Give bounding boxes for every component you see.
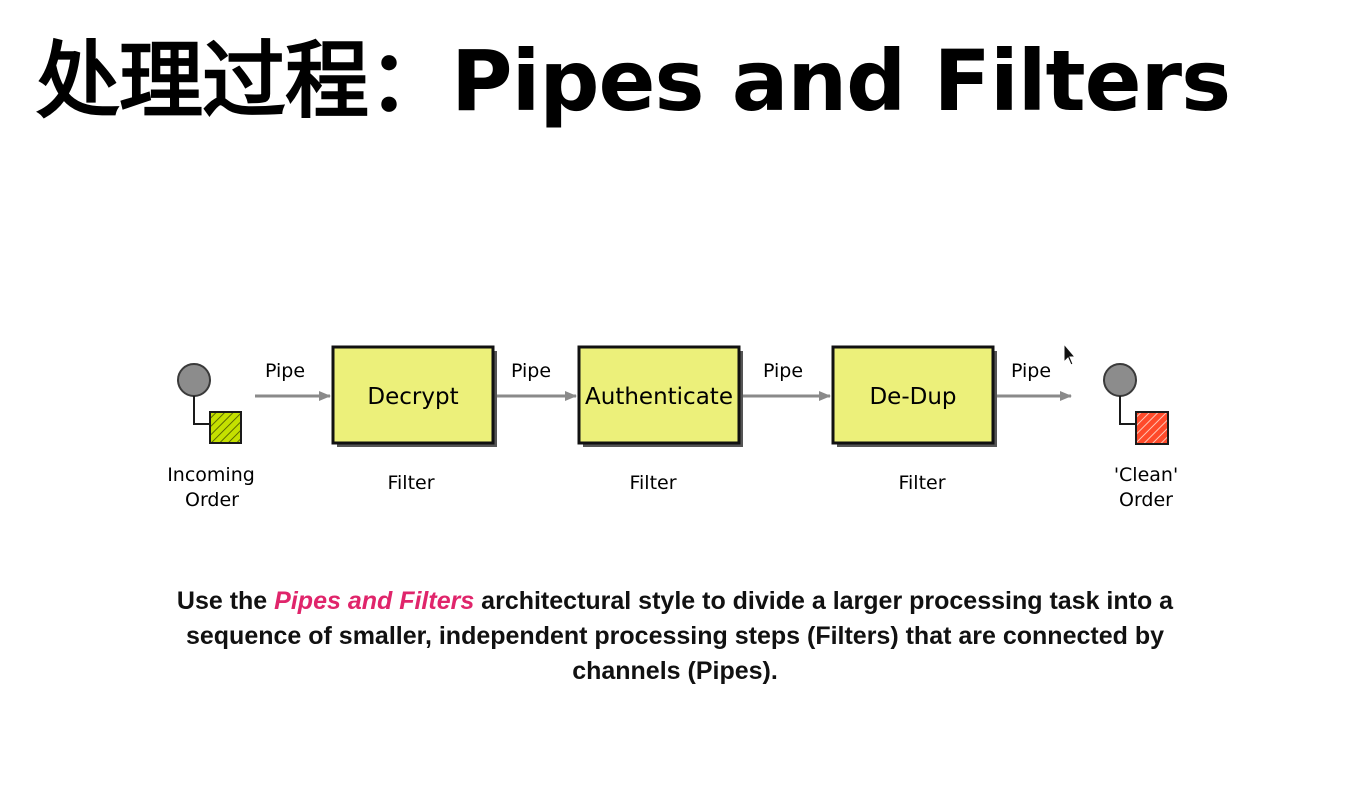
incoming-label-line1: Incoming [167,464,255,486]
pipe-2: Pipe [497,360,577,401]
filter-de-dup-caption: Filter [898,472,945,494]
filter-de-dup-name: De-Dup [869,384,956,410]
filter-decrypt-caption: Filter [387,472,434,494]
clean-label-line1: 'Clean' [1114,464,1178,486]
mouse-cursor-icon [1063,342,1077,366]
slide-title: 处理过程：Pipes and Filters [36,32,1231,130]
filter-decrypt: Decrypt Filter [331,345,497,494]
pipe-2-label: Pipe [511,360,551,382]
incoming-channel-circle-icon [177,363,211,397]
filter-decrypt-box [331,345,495,445]
filter-authenticate-box [577,345,741,445]
pipe-3: Pipe [743,360,831,401]
caption-highlight: Pipes and Filters [274,587,475,615]
pipe-4: Pipe [997,360,1072,401]
clean-message-icon [1135,411,1169,445]
description-caption: Use the Pipes and Filters architectural … [150,584,1200,689]
clean-connector-line [1119,396,1136,425]
filter-de-dup-box [831,345,995,445]
filter-authenticate-caption: Filter [629,472,676,494]
incoming-connector-line [193,396,210,425]
caption-before: Use the [176,587,275,615]
incoming-label-line2: Order [185,489,239,511]
pipes-and-filters-diagram: Incoming Order Pipe Pipe Pipe Pipe Decry… [167,342,1178,511]
pipe-1-label: Pipe [265,360,305,382]
incoming-order-endpoint: Incoming Order [167,363,255,511]
pipe-1: Pipe [255,360,331,401]
filter-authenticate-name: Authenticate [585,384,733,410]
filter-authenticate: Authenticate Filter [577,345,743,494]
incoming-message-icon [209,411,242,444]
filter-de-dup: De-Dup Filter [831,345,997,494]
clean-order-endpoint: 'Clean' Order [1103,363,1178,511]
clean-channel-circle-icon [1103,363,1137,397]
caption-after: architectural style to divide a larger p… [185,587,1174,685]
pipe-4-label: Pipe [1011,360,1051,382]
pipe-3-label: Pipe [763,360,803,382]
filter-decrypt-name: Decrypt [367,384,458,410]
clean-label-line2: Order [1119,489,1173,511]
